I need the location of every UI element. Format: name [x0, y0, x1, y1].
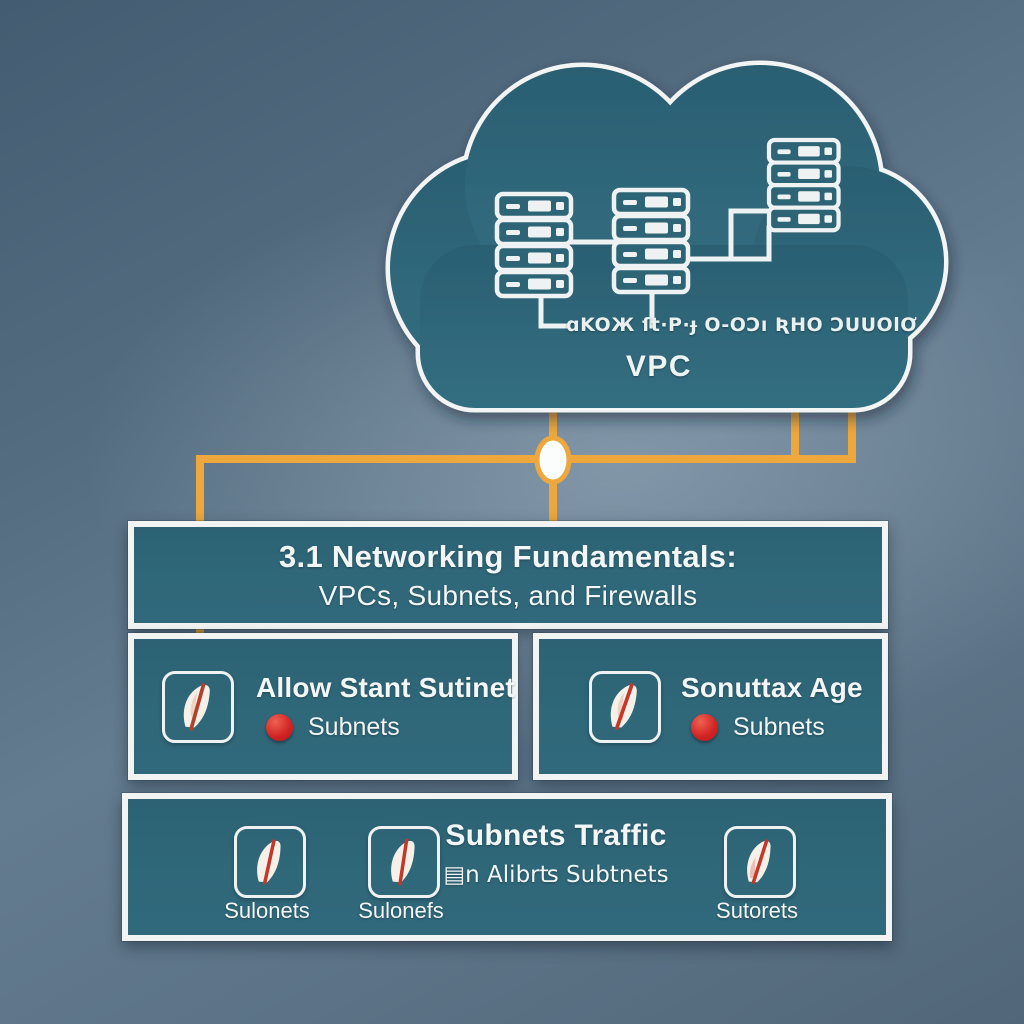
- server-rack-left: [497, 194, 571, 296]
- section-title-line2: VPCs, Subnets, and Firewalls: [318, 579, 698, 611]
- firewall-icon-frame: [234, 826, 306, 898]
- right-subnet-panel: Sonuttax Age Subnets: [533, 633, 888, 780]
- cloud-caption: ɑKOЖ ſt·P·ɟ O-OƆı ƦHO ƆUUOlƠ: [566, 314, 918, 336]
- firewall-fin-icon: [610, 682, 637, 730]
- section-title-line1: 3.1 Networking Fundamentals:: [279, 538, 737, 574]
- firewall-icon-frame: [724, 826, 796, 898]
- firewall-fin-icon: [183, 682, 210, 731]
- server-rack-right: [769, 140, 839, 230]
- right-panel-subtitle: Subnets: [733, 712, 825, 741]
- bottom-icon-label: Sulonets: [224, 898, 310, 923]
- section-title-panel: 3.1 Networking Fundamentals: VPCs, Subne…: [128, 521, 888, 629]
- vpc-label: VPC: [625, 350, 693, 383]
- bottom-icon-label: Sutorets: [716, 898, 798, 923]
- left-panel-title: Allow Stant Sutinet: [256, 671, 515, 703]
- junction-node: [534, 435, 572, 485]
- firewall-icon-frame: [162, 670, 234, 743]
- firewall-fin-icon: [257, 839, 281, 885]
- firewall-icon-frame: [368, 826, 440, 898]
- red-status-dot: [691, 713, 718, 741]
- left-panel-subtitle: Subnets: [308, 712, 400, 741]
- right-panel-title: Sonuttax Age: [681, 671, 863, 703]
- red-status-dot: [266, 713, 293, 741]
- subnets-traffic-panel: Sulonets Sulonefs Sutorets Subnets Traff…: [122, 793, 892, 941]
- bottom-panel-title: Subnets Traffic: [445, 819, 667, 852]
- firewall-icon-frame: [589, 670, 661, 743]
- bottom-icon-label: Sulonefs: [358, 898, 444, 923]
- firewall-fin-icon: [747, 839, 771, 885]
- left-subnet-panel: Allow Stant Sutinet Subnets: [128, 633, 518, 780]
- bottom-panel-subtitle: ▤n Alibrʦ Subtnets: [443, 862, 669, 888]
- rack-connectors: [538, 208, 772, 329]
- firewall-fin-icon: [391, 838, 415, 886]
- server-rack-middle: [614, 190, 688, 292]
